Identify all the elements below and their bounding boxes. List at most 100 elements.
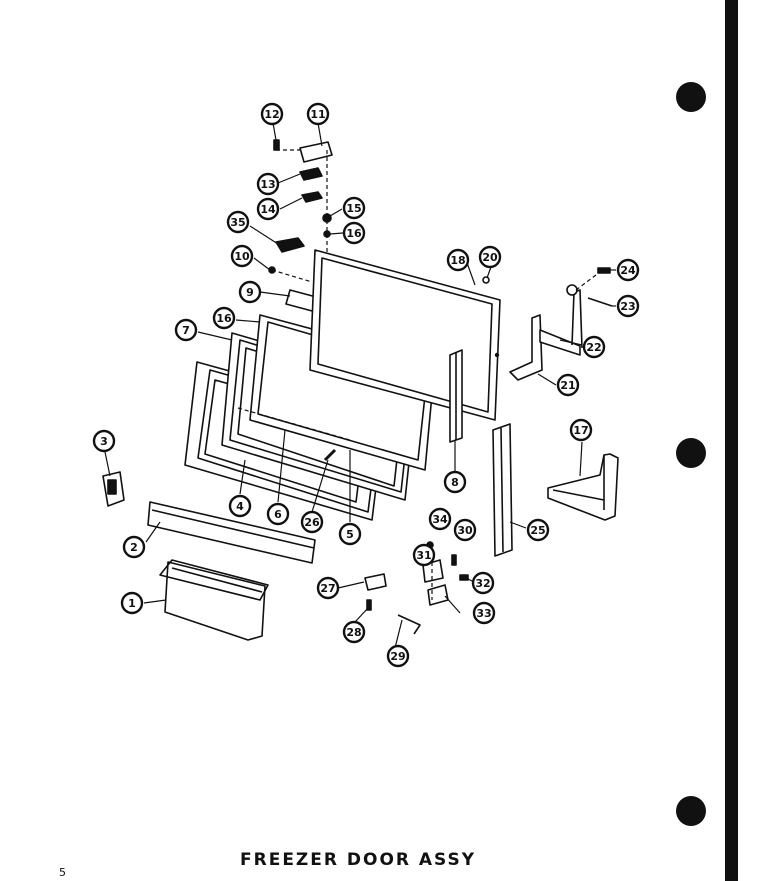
callout-label: 12 bbox=[264, 108, 279, 121]
punch-hole-middle bbox=[676, 438, 706, 468]
callout-4: 14 bbox=[256, 197, 280, 221]
callout-label: 16 bbox=[216, 312, 232, 325]
vertical-strip-8 bbox=[449, 349, 463, 443]
pin-23 bbox=[587, 297, 613, 307]
screw-28 bbox=[366, 599, 372, 611]
punch-hole-top bbox=[676, 82, 706, 112]
callout-label: 35 bbox=[230, 216, 245, 229]
callout-label: 1 bbox=[128, 597, 136, 610]
lower-trim-strip bbox=[147, 501, 316, 564]
callout-35: 29 bbox=[386, 644, 410, 668]
callout-13: 9 bbox=[238, 280, 262, 304]
callout-label: 17 bbox=[573, 424, 588, 437]
callout-label: 22 bbox=[586, 341, 601, 354]
callout-label: 20 bbox=[482, 251, 498, 264]
callout-label: 16 bbox=[346, 227, 362, 240]
callout-leaders bbox=[104, 122, 616, 653]
lower-hinge-31 bbox=[422, 559, 444, 583]
diagram-title: FREEZER DOOR ASSY bbox=[240, 850, 477, 870]
shim-14 bbox=[301, 191, 323, 203]
door-bin bbox=[159, 559, 269, 641]
stop-29 bbox=[397, 614, 421, 635]
callout-32: 33 bbox=[472, 601, 496, 625]
callout-label: 10 bbox=[234, 250, 250, 263]
callout-label: 33 bbox=[476, 607, 491, 620]
callout-label: 18 bbox=[450, 254, 465, 267]
callout-label: 21 bbox=[560, 379, 575, 392]
callout-label: 30 bbox=[457, 524, 473, 537]
callout-28: 30 bbox=[453, 518, 477, 542]
callout-31: 27 bbox=[316, 576, 340, 600]
callout-label: 6 bbox=[274, 508, 282, 521]
hinge-bracket-22 bbox=[539, 284, 583, 356]
callout-23: 6 bbox=[266, 502, 290, 526]
bracket-21 bbox=[509, 314, 543, 381]
callout-label: 9 bbox=[246, 286, 254, 299]
callout-label: 26 bbox=[304, 516, 320, 529]
screw-26 bbox=[323, 448, 337, 462]
callout-20: 8 bbox=[443, 470, 467, 494]
callout-15: 7 bbox=[174, 318, 198, 342]
callout-label: 27 bbox=[320, 582, 335, 595]
callout-19: 17 bbox=[569, 418, 593, 442]
callout-label: 3 bbox=[100, 435, 108, 448]
callout-25: 5 bbox=[338, 522, 362, 546]
screw-12 bbox=[273, 139, 280, 151]
callout-22: 4 bbox=[228, 494, 252, 518]
callout-label: 11 bbox=[310, 108, 325, 121]
callout-34: 28 bbox=[342, 620, 366, 644]
callout-16: 22 bbox=[582, 335, 606, 359]
callout-label: 4 bbox=[236, 500, 244, 513]
callout-label: 14 bbox=[260, 203, 276, 216]
callout-5: 35 bbox=[226, 210, 250, 234]
callout-label: 13 bbox=[260, 178, 275, 191]
handle-part-3 bbox=[102, 471, 125, 507]
plug-20 bbox=[482, 276, 490, 284]
callout-9: 18 bbox=[446, 248, 470, 272]
vertical-strip-25 bbox=[492, 423, 513, 557]
callout-30: 32 bbox=[471, 571, 495, 595]
callout-label: 7 bbox=[182, 324, 190, 337]
callout-29: 31 bbox=[412, 543, 436, 567]
callout-8: 10 bbox=[230, 244, 254, 268]
callout-label: 24 bbox=[620, 264, 636, 277]
punch-hole-bottom bbox=[676, 796, 706, 826]
top-hinge-11 bbox=[299, 141, 333, 163]
callout-18: 3 bbox=[92, 429, 116, 453]
callout-21: 25 bbox=[526, 518, 550, 542]
callout-label: 25 bbox=[530, 524, 545, 537]
shim-27 bbox=[364, 573, 387, 591]
callout-label: 23 bbox=[620, 300, 635, 313]
callout-12: 23 bbox=[616, 294, 640, 318]
callout-33: 1 bbox=[120, 591, 144, 615]
callout-label: 31 bbox=[416, 549, 431, 562]
callout-label: 34 bbox=[432, 513, 448, 526]
callout-2: 11 bbox=[306, 102, 330, 126]
callout-label: 8 bbox=[451, 476, 459, 489]
callout-10: 20 bbox=[478, 245, 502, 269]
callout-17: 21 bbox=[556, 373, 580, 397]
callout-label: 28 bbox=[346, 626, 361, 639]
callout-11: 24 bbox=[616, 258, 640, 282]
callout-24: 26 bbox=[300, 510, 324, 534]
bracket-35 bbox=[275, 237, 305, 253]
callout-14: 16 bbox=[212, 306, 236, 330]
screw-32 bbox=[459, 574, 469, 581]
callout-label: 29 bbox=[390, 650, 405, 663]
callout-7: 16 bbox=[342, 221, 366, 245]
lower-hinge-33 bbox=[427, 584, 449, 606]
callout-label: 2 bbox=[130, 541, 138, 554]
callout-label: 5 bbox=[346, 528, 354, 541]
screw-30 bbox=[451, 554, 457, 566]
callout-label: 32 bbox=[475, 577, 490, 590]
callout-1: 12 bbox=[260, 102, 284, 126]
l-bracket-17 bbox=[547, 453, 619, 521]
callout-27: 34 bbox=[428, 507, 452, 531]
binding-edge bbox=[725, 0, 738, 881]
callout-6: 15 bbox=[342, 196, 366, 220]
callout-label: 15 bbox=[346, 202, 361, 215]
callout-26: 2 bbox=[122, 535, 146, 559]
